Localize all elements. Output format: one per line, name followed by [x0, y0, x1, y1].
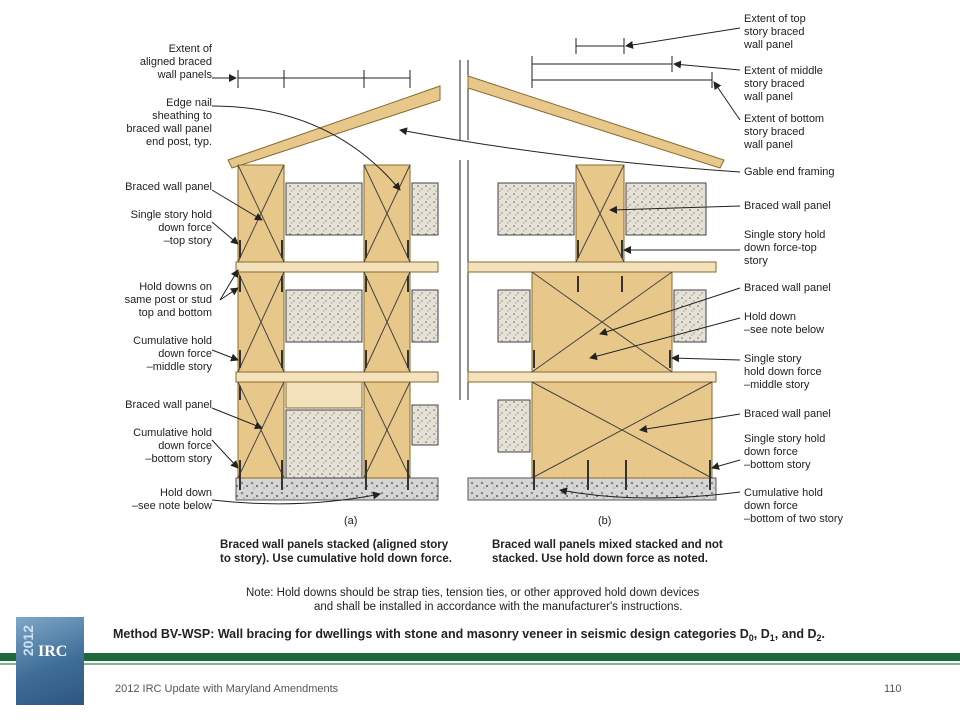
label-single-middle-r-line2: hold down force: [744, 366, 822, 378]
label-hold-down-r-line1: Hold down: [744, 311, 796, 323]
label-single-top-r-line3: story: [744, 255, 768, 267]
label-cumulative-middle-line1: Cumulative hold: [133, 335, 212, 347]
label-hold-down-r-line2: –see note below: [744, 324, 824, 336]
label-cumulative-bottom-line2: down force: [158, 440, 212, 452]
hold-downs-b: [533, 240, 711, 490]
panel-b-tag: (b): [598, 515, 611, 527]
footer-bar: [0, 653, 960, 661]
caption-a-line2: to story). Use cumulative hold down forc…: [220, 553, 452, 565]
label-hold-same-post-line2: same post or stud: [125, 294, 212, 306]
label-single-hold-top-line1: Single story hold: [131, 209, 212, 221]
label-extent-aligned-line3: wall panels: [157, 69, 213, 81]
figure-title: Method BV-WSP: Wall bracing for dwelling…: [113, 627, 825, 643]
logo-year: 2012: [20, 625, 36, 657]
label-hold-down-note-line2: –see note below: [132, 500, 212, 512]
label-single-top-r-line2: down force-top: [744, 242, 817, 254]
roof-b: [467, 75, 725, 169]
label-cumulative-two-line1: Cumulative hold: [744, 487, 823, 499]
page-number: 110: [884, 683, 902, 695]
panel-a-tag: (a): [344, 515, 357, 527]
note-line1: Note: Hold downs should be strap ties, t…: [246, 587, 699, 599]
label-extent-middle-line3: wall panel: [743, 91, 793, 103]
foundation-b: [467, 477, 717, 501]
caption-b-line1: Braced wall panels mixed stacked and not: [492, 539, 723, 551]
label-single-middle-r-line1: Single story: [744, 353, 802, 365]
label-edge-nail-line2: sheathing to: [152, 110, 212, 122]
caption-b-line2: stacked. Use hold down force as noted.: [492, 553, 708, 565]
label-braced-r2-line1: Braced wall panel: [744, 282, 831, 294]
logo-brand: IRC: [38, 643, 68, 660]
label-single-bottom-r-line2: down force: [744, 446, 798, 458]
building-a: [227, 70, 441, 501]
irc-logo: 2012 IRC: [16, 617, 84, 705]
label-cumulative-middle-line3: –middle story: [147, 361, 213, 373]
label-extent-bottom-line1: Extent of bottom: [744, 113, 824, 125]
roof-a: [227, 85, 441, 169]
label-single-middle-r-line3: –middle story: [744, 379, 810, 391]
label-single-hold-top-line2: down force: [158, 222, 212, 234]
braced-panel-column-a2: [363, 164, 411, 479]
label-cumulative-two-line2: down force: [744, 500, 798, 512]
label-extent-top-line2: story braced: [744, 26, 805, 38]
label-extent-top-line3: wall panel: [743, 39, 793, 51]
label-cumulative-middle-line2: down force: [158, 348, 212, 360]
label-single-hold-top-line3: –top story: [164, 235, 213, 247]
building-b: [467, 38, 725, 501]
hold-downs-a: [239, 240, 409, 490]
label-braced-top-line1: Braced wall panel: [125, 181, 212, 193]
label-extent-aligned-line1: Extent of: [169, 43, 213, 55]
label-extent-middle-line1: Extent of middle: [744, 65, 823, 77]
braced-panel-column-a1: [237, 164, 285, 479]
label-hold-down-note-line1: Hold down: [160, 487, 212, 499]
label-extent-top-line1: Extent of top: [744, 13, 806, 25]
label-edge-nail-line3: braced wall panel: [126, 123, 212, 135]
label-braced-bottom-line1: Braced wall panel: [125, 399, 212, 411]
label-edge-nail-line1: Edge nail: [166, 97, 212, 109]
label-extent-middle-line2: story braced: [744, 78, 805, 90]
label-single-bottom-r-line1: Single story hold: [744, 433, 825, 445]
label-cumulative-two-line3: –bottom of two story: [744, 513, 844, 525]
leaders-right: [399, 27, 741, 499]
caption-a-line1: Braced wall panels stacked (aligned stor…: [220, 539, 449, 551]
label-edge-nail-line4: end post, typ.: [146, 136, 212, 148]
label-braced-r3-line1: Braced wall panel: [744, 408, 831, 420]
note-line2: and shall be installed in accordance wit…: [314, 601, 682, 613]
label-gable-line1: Gable end framing: [744, 166, 835, 178]
footer-bar-accent: [0, 663, 960, 665]
label-single-top-r-line1: Single story hold: [744, 229, 825, 241]
label-hold-same-post-line3: top and bottom: [139, 307, 212, 319]
leaders-left: [211, 74, 401, 505]
label-single-bottom-r-line3: –bottom story: [744, 459, 811, 471]
label-hold-same-post-line1: Hold downs on: [139, 281, 212, 293]
footer-title: 2012 IRC Update with Maryland Amendments: [115, 683, 339, 695]
label-cumulative-bottom-line3: –bottom story: [145, 453, 212, 465]
label-extent-bottom-line2: story braced: [744, 126, 805, 138]
label-cumulative-bottom-line1: Cumulative hold: [133, 427, 212, 439]
label-extent-bottom-line3: wall panel: [743, 139, 793, 151]
label-braced-r1-line1: Braced wall panel: [744, 200, 831, 212]
label-extent-aligned-line2: aligned braced: [140, 56, 212, 68]
